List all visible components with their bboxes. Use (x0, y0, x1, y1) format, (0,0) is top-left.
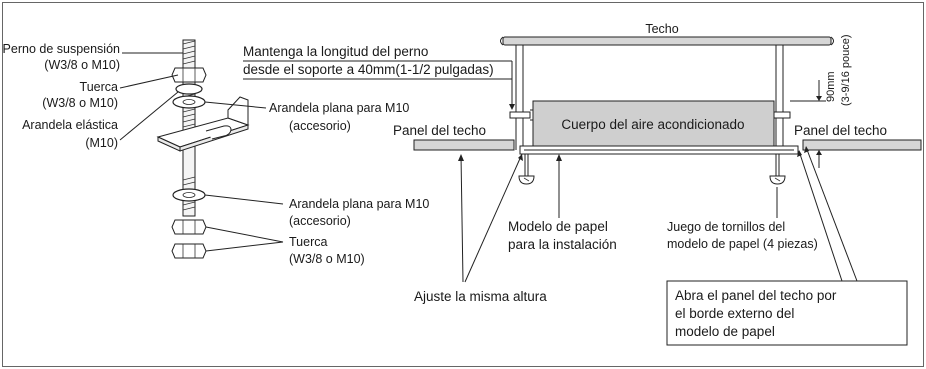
paper-model-line2: para la instalación (508, 237, 617, 252)
paper-model-screw-right (769, 154, 786, 185)
flat-washer-top-label: Arandela plana para M10 (269, 101, 409, 115)
ceiling-panel-left-label: Panel del techo (393, 123, 486, 138)
bottom-nut-label: Tuerca (289, 235, 327, 249)
top-nut-shape (171, 67, 207, 83)
top-nut-label: Tuerca (80, 80, 118, 94)
bolt-assembly-illustration (156, 39, 250, 259)
flat-washer-bottom-note: (accesorio) (289, 214, 351, 228)
bottom-nut-spec: (W3/8 o M10) (289, 252, 365, 266)
suspension-rods (515, 45, 784, 150)
note-line1: Abra el panel del techo por (675, 288, 837, 303)
bolt-length-line2: desde el soporte a 40mm(1-1/2 pulgadas) (243, 62, 494, 77)
paper-model-screw-left (518, 154, 535, 185)
bottom-nut-1-shape (171, 219, 207, 235)
ceiling-label: Techo (645, 22, 678, 36)
ceiling-panel-right-label: Panel del techo (794, 123, 887, 138)
spring-washer-spec: (M10) (85, 136, 118, 150)
top-nut-spec: (W3/8 o M10) (42, 96, 118, 110)
bolt-length-line1: Mantenga la longitud del perno (243, 44, 428, 59)
flat-washer-top-note: (accesorio) (289, 119, 351, 133)
same-height-label: Ajuste la misma altura (414, 289, 547, 304)
dimension-in-label: (3-9/16 pouce) (840, 34, 852, 106)
dimension-mm-label: 90mm (825, 71, 837, 102)
paper-model-line1: Modelo de papel (508, 219, 608, 234)
suspension-bolt-label: Perno de suspensión (3, 42, 120, 56)
suspension-bolt-spec: (W3/8 o M10) (44, 58, 120, 72)
same-height-leaders (458, 153, 523, 283)
left-leader-lines (119, 52, 284, 252)
ceiling-panel-right-shape (802, 139, 922, 151)
dimension-90mm (790, 80, 826, 168)
bottom-nut-2-shape (171, 243, 207, 259)
note-box (666, 280, 908, 346)
note-line3: modelo de papel (675, 324, 775, 339)
ceiling-panel-left-shape (413, 139, 515, 151)
screw-set-line2: modelo de papel (4 piezas) (667, 237, 818, 251)
note-leaders (797, 146, 858, 282)
unit-body-label: Cuerpo del aire acondicionado (561, 117, 744, 132)
ceiling-slab (500, 36, 834, 46)
spring-washer-label: Arandela elástica (22, 118, 118, 132)
flat-washer-bottom-label: Arandela plana para M10 (289, 197, 429, 211)
unit-body-shape (532, 100, 775, 147)
note-line2: el borde externo del (675, 306, 794, 321)
screw-set-line1: Juego de tornillos del (667, 220, 785, 234)
bolt-length-leader (243, 60, 515, 110)
spring-washer-shape (175, 83, 203, 95)
